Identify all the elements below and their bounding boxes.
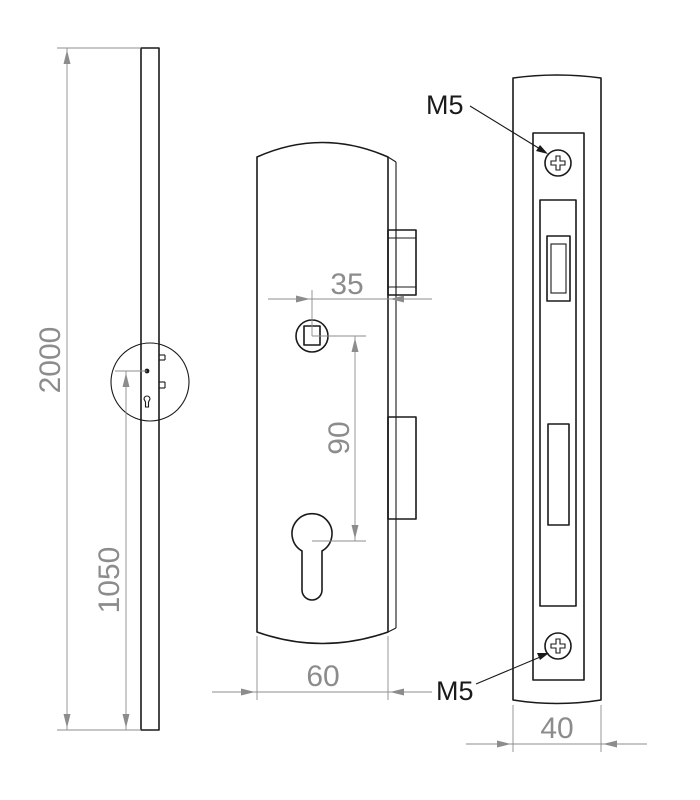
- cylinder-keyhole: [291, 512, 333, 601]
- leader-arrow: [536, 145, 548, 154]
- dimension-label-35: 35: [330, 268, 363, 301]
- dimension-plate-width: 60: [212, 636, 432, 700]
- arrow-up: [122, 373, 130, 387]
- dimension-handle-height: 1050: [93, 370, 147, 730]
- arrow-right: [241, 688, 255, 696]
- latch-opening: [546, 235, 571, 302]
- screw-top: [544, 149, 572, 177]
- arrow-down: [63, 714, 71, 728]
- dimension-backset: 35: [268, 268, 432, 336]
- leader-arrow: [537, 653, 549, 660]
- arrow-left: [390, 688, 404, 696]
- detail-circle: [110, 342, 190, 422]
- front-view: 35 90 60: [212, 141, 432, 700]
- arrow-left: [603, 740, 617, 748]
- dimension-faceplate-width: 40: [466, 705, 647, 752]
- dimension-label-2000: 2000: [34, 327, 67, 394]
- deadbolt-opening: [547, 423, 570, 526]
- dimension-label-90: 90: [323, 421, 356, 454]
- bolt-slot: [539, 199, 577, 607]
- arrow-left: [390, 295, 404, 303]
- dimension-centre-distance: 90: [312, 335, 366, 542]
- callout-bottom-screw: M5: [436, 653, 549, 706]
- lock-detail: [143, 354, 166, 408]
- arrow-right: [296, 295, 310, 303]
- arrow-up: [63, 50, 71, 64]
- dimension-label-60: 60: [306, 660, 339, 693]
- callout-label-bottom: M5: [436, 676, 474, 706]
- screw-bottom: [544, 632, 572, 660]
- dimension-label-1050: 1050: [93, 547, 126, 614]
- faceplate-outline: [512, 74, 602, 705]
- faceplate-view: 40 M5 M5: [426, 74, 647, 752]
- side-view: 2000 1050: [34, 47, 190, 731]
- keyhole-mini: [143, 395, 151, 408]
- dead-bolt: [387, 416, 417, 520]
- latch-bolt: [387, 229, 417, 296]
- dimension-total-height: 2000: [34, 47, 141, 731]
- arrow-down: [122, 714, 130, 728]
- arrow-right: [497, 740, 511, 748]
- callout-label-top: M5: [426, 90, 464, 120]
- dimension-label-40: 40: [540, 712, 573, 745]
- faceplate-inner: [532, 132, 585, 681]
- callout-top-screw: M5: [426, 90, 548, 154]
- arrow-up: [351, 338, 359, 352]
- door-profile-bar: [140, 47, 160, 731]
- arrow-down: [351, 525, 359, 539]
